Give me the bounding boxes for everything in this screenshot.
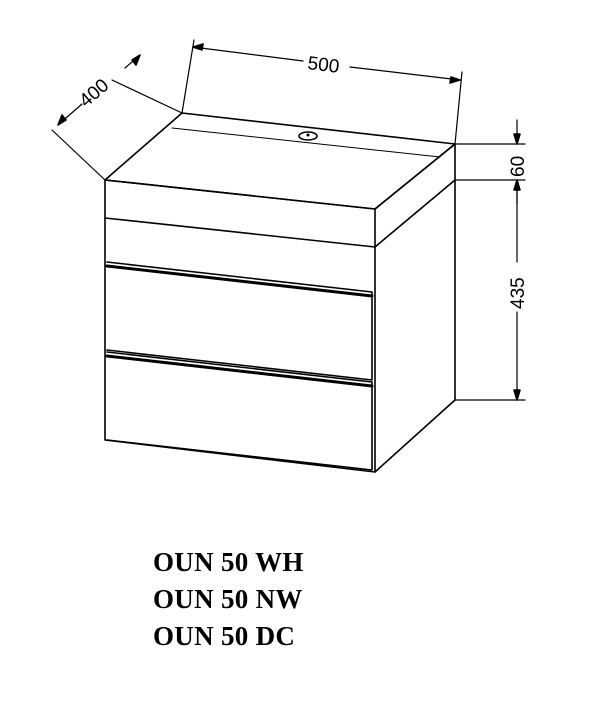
- basin-side-face: [374, 143, 456, 248]
- upper-drawer-shadow: [105, 264, 374, 298]
- lower-drawer-front: [106, 351, 373, 471]
- model-code-list: OUN 50 WH OUN 50 NW OUN 50 DC: [153, 544, 304, 655]
- body-height-dimension-label: 435: [508, 277, 529, 309]
- basin-front-face: [104, 179, 376, 248]
- width-dimension-line: [192, 46, 461, 81]
- width-extension-right: [454, 71, 463, 145]
- model-code-wh: OUN 50 WH: [153, 547, 304, 577]
- model-code-nw: OUN 50 NW: [153, 584, 303, 614]
- model-code-dc: OUN 50 DC: [153, 621, 296, 651]
- width-extension-left: [181, 39, 195, 114]
- depth-dimension-label: 400: [76, 75, 114, 112]
- top-height-dimension-label: 60: [508, 156, 529, 177]
- cabinet-drawing: 500 400 60 435: [51, 39, 529, 473]
- cabinet-front: [104, 217, 376, 473]
- upper-drawer-front: [106, 261, 373, 381]
- cabinet-side: [374, 179, 456, 473]
- tap-hole: [298, 131, 318, 141]
- depth-extension-bottom: [51, 129, 106, 181]
- basin-inner-edge: [171, 127, 441, 158]
- width-dimension-label: 500: [306, 53, 340, 78]
- lower-drawer-shadow: [105, 354, 374, 388]
- basin-top-face: [104, 112, 456, 210]
- depth-extension-top: [111, 79, 183, 114]
